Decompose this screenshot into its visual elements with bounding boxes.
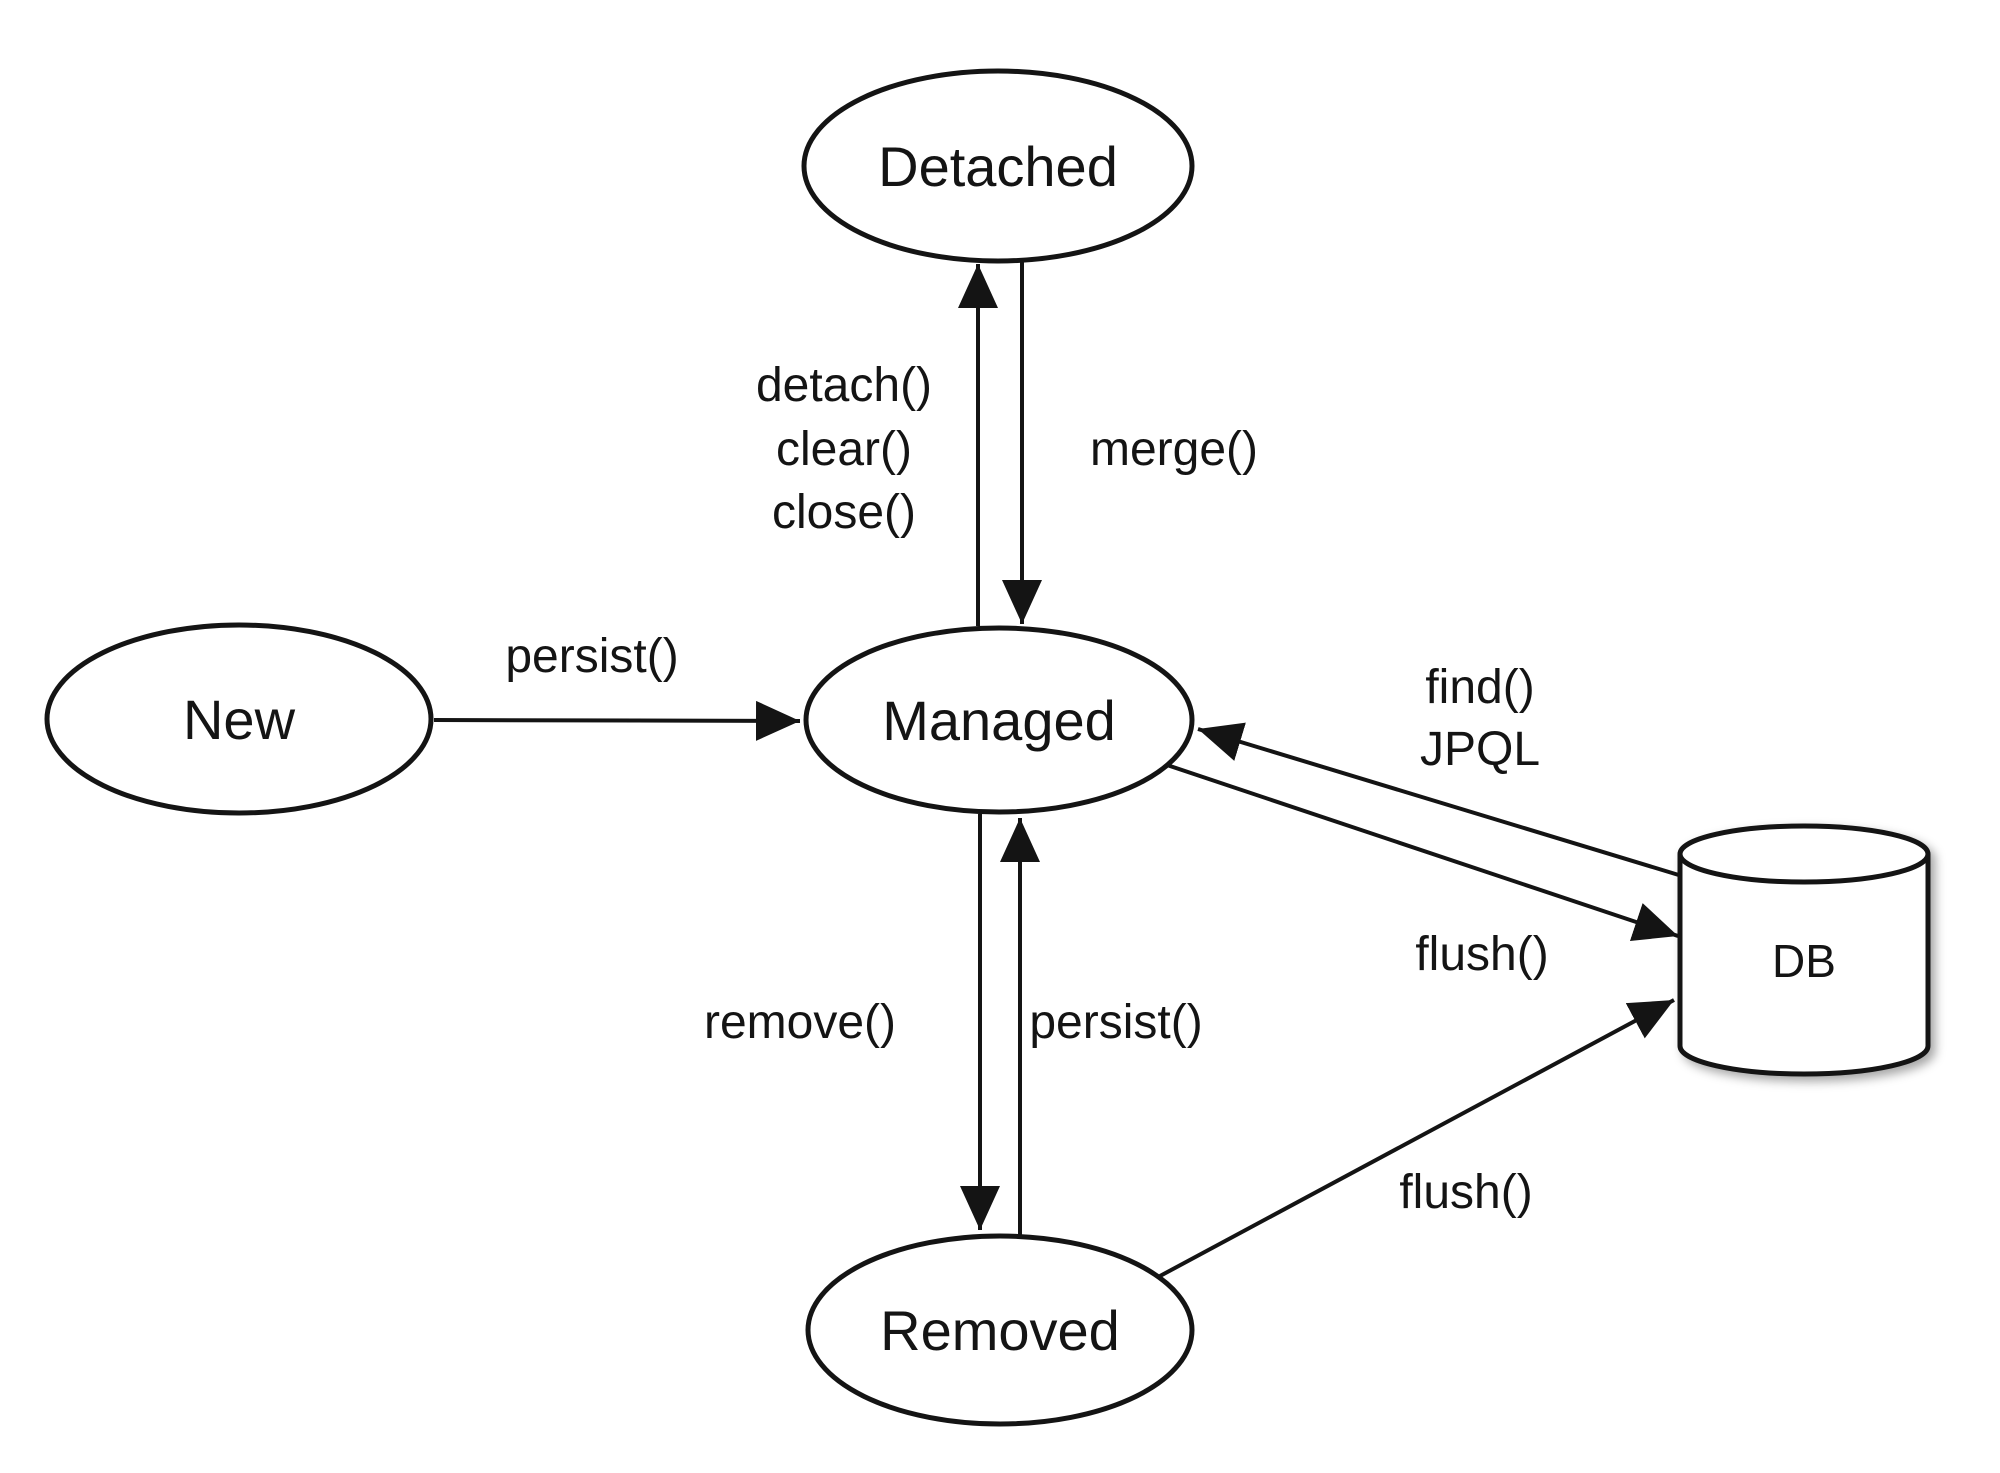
transition-edges (433, 252, 1683, 1278)
state-ellipse-detached (801, 68, 1195, 264)
label-flush-removed-to-db: flush() (1399, 1166, 1532, 1219)
state-label-managed: Managed (882, 689, 1116, 752)
label-persist-removed-to-managed: persist() (1029, 996, 1202, 1049)
label-remove: remove() (704, 996, 896, 1049)
state-node-managed: Managed (803, 625, 1195, 815)
label-find-line1: find() (1425, 661, 1534, 714)
label-merge: merge() (1090, 423, 1258, 476)
state-node-removed: Removed (805, 1233, 1195, 1427)
label-persist-new-to-managed: persist() (505, 630, 678, 683)
state-label-detached: Detached (878, 135, 1118, 198)
db-cylinder-top (1677, 823, 1931, 885)
db-cylinder-body (1677, 854, 1931, 1077)
label-detach-line3: close() (772, 486, 916, 539)
label-detach-line1: detach() (756, 359, 932, 412)
transition-labels: persist() detach() clear() close() merge… (505, 359, 1548, 1219)
state-label-removed: Removed (880, 1299, 1120, 1362)
datastore-db: DB (1677, 823, 1931, 1077)
edge-flush-managed-to-db (1157, 760, 1679, 942)
edge-find-db-to-managed (1197, 722, 1683, 878)
state-ellipse-managed (803, 625, 1195, 815)
state-ellipse-removed (805, 1233, 1195, 1427)
label-detach-line2: clear() (776, 423, 912, 476)
state-label-new: New (183, 688, 296, 751)
db-label: DB (1772, 935, 1836, 987)
state-node-new: New (44, 622, 434, 816)
state-ellipse-new (44, 622, 434, 816)
label-find-line2: JPQL (1420, 723, 1540, 776)
edge-flush-removed-to-db (1159, 998, 1675, 1278)
label-flush-managed-to-db: flush() (1415, 928, 1548, 981)
edge-persist-new-to-managed (433, 700, 801, 741)
state-node-detached: Detached (801, 68, 1195, 264)
